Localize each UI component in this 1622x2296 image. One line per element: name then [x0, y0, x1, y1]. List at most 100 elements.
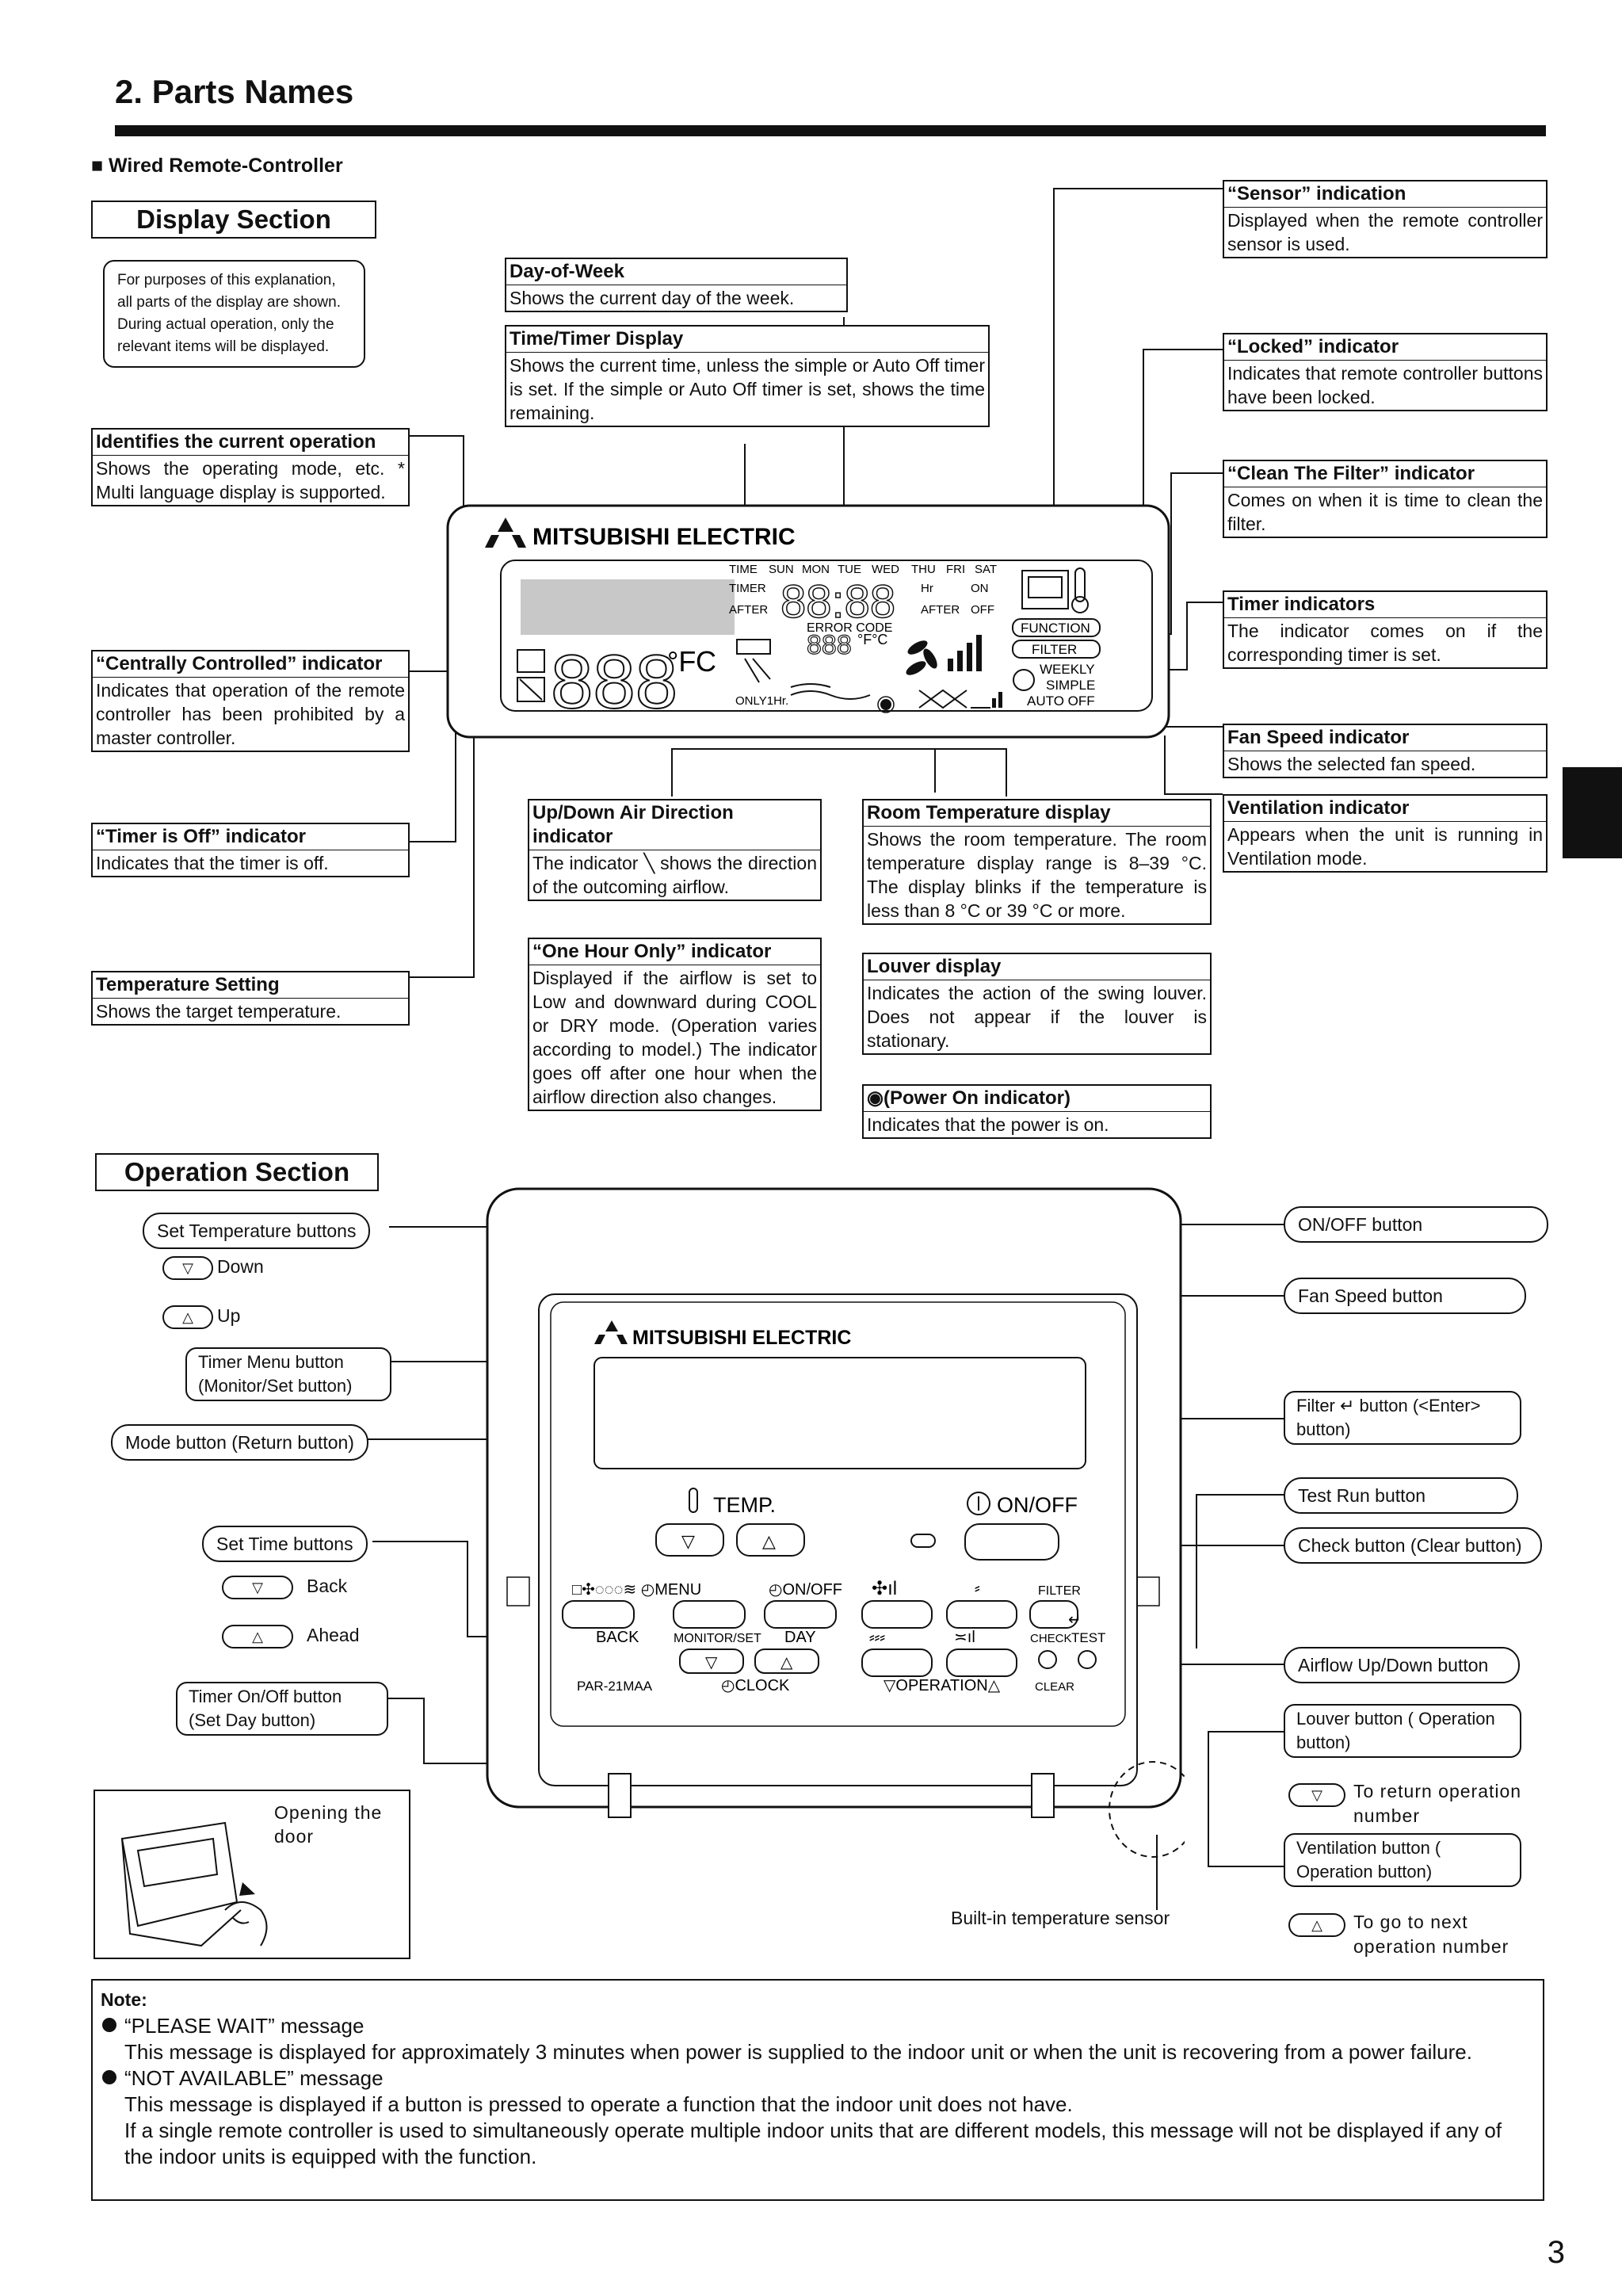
note-item: “PLEASE WAIT” message [101, 2013, 1535, 2039]
callout-title: “Timer is Off” indicator [93, 824, 408, 850]
note-heading: Note: [101, 1989, 147, 2010]
lcd-day-thu: THU [911, 563, 936, 576]
lcd-error-code: ERROR CODE [807, 621, 892, 635]
callout-text: Shows the target temperature. [96, 1001, 342, 1022]
temp-thermometer-icon [689, 1488, 698, 1513]
title-rule [115, 125, 1546, 136]
bullet-icon [102, 2070, 116, 2084]
lcd-on: ON [971, 582, 989, 595]
label-up: Up [217, 1305, 241, 1326]
lcd-unit-f: °F [667, 645, 696, 678]
callout-text: Shows the operating mode, etc. * Multi l… [96, 458, 405, 502]
callout-clean-filter: “Clean The Filter” indicator Comes on wh… [1223, 460, 1548, 538]
svg-text:▽OPERATION△: ▽OPERATION△ [884, 1677, 1001, 1694]
mode-button [562, 1600, 635, 1629]
callout-text: Indicates that the timer is off. [96, 853, 329, 873]
callout-title: Identifies the current operation [93, 430, 408, 456]
time-ahead-icon: △ [780, 1654, 793, 1671]
svg-text:◴CLOCK: ◴CLOCK [721, 1677, 790, 1694]
controller-operation-label: OPERATION [895, 1677, 987, 1694]
lcd-temp-digits: 888 [551, 640, 677, 724]
controller-back-label: BACK [596, 1629, 639, 1646]
filter-button [1029, 1600, 1078, 1629]
callout-text: Indicates that operation of the remote c… [96, 680, 405, 748]
label-next-op: To go to next operation number [1353, 1912, 1509, 1957]
key-down-icon: ▽ [162, 1256, 213, 1280]
callout-text: Indicates that the power is on. [867, 1114, 1109, 1135]
callout-power-on: ◉(Power On indicator) Indicates that the… [862, 1084, 1212, 1139]
temp-down-icon: ▽ [681, 1531, 695, 1551]
label-check: Check button (Clear button) [1284, 1527, 1542, 1564]
callout-text: Displayed if the airflow is set to Low a… [532, 968, 817, 1107]
air-direction-display-icon [736, 639, 771, 683]
fan-icon [906, 640, 937, 675]
callout-title: “Clean The Filter” indicator [1224, 461, 1546, 487]
callout-title: “Centrally Controlled” indicator [93, 651, 408, 678]
left-hinge [608, 1773, 632, 1818]
label-back: Back [307, 1576, 348, 1596]
callout-ventilation: Ventilation indicator Appears when the u… [1223, 794, 1548, 873]
right-hinge [1031, 1773, 1055, 1818]
temp-up-icon: △ [762, 1531, 776, 1551]
onoff-button [964, 1523, 1059, 1561]
callout-timer-indicators: Timer indicators The indicator comes on … [1223, 590, 1548, 669]
controller-logo-icon [605, 1320, 618, 1331]
controller-filter-label: FILTER [1038, 1584, 1081, 1598]
callout-title: Up/Down Air Direction indicator [529, 800, 820, 850]
bullet-icon [102, 2018, 116, 2032]
label-airflow: Airflow Up/Down button [1284, 1647, 1520, 1683]
callout-title: Fan Speed indicator [1224, 725, 1546, 751]
power-on-icon: ◉ [867, 1087, 884, 1109]
label-onoff: ON/OFF button [1284, 1206, 1548, 1243]
label-ahead: Ahead [307, 1625, 360, 1645]
louver-button [861, 1648, 933, 1677]
section-tab [1563, 767, 1622, 858]
callout-timer-off: “Timer is Off” indicator Indicates that … [91, 823, 410, 877]
callout-title: Louver display [864, 954, 1210, 980]
subtitle: ■ Wired Remote-Controller [91, 155, 343, 177]
callout-title: ◉(Power On indicator) [864, 1086, 1210, 1112]
ventilation-speed-bars-icon [992, 692, 1002, 708]
controller-test-label: TEST [1071, 1630, 1105, 1645]
key-next-op-icon: △ [1288, 1913, 1345, 1937]
label-louver: Louver button ( Operation button) [1284, 1704, 1521, 1758]
controller-clear-label: CLEAR [1035, 1680, 1074, 1694]
airflow-button-icon: ⸗ [975, 1580, 980, 1597]
callout-air-direction: Up/Down Air Direction indicator The indi… [528, 799, 822, 901]
key-up-icon: △ [162, 1305, 213, 1329]
lcd-brand: MITSUBISHI ELECTRIC [532, 524, 796, 550]
label-ventilation: Ventilation button ( Operation button) [1284, 1833, 1521, 1887]
label-timer-menu: Timer Menu button (Monitor/Set button) [185, 1347, 391, 1401]
lcd-unit-fc: °F°C [857, 632, 887, 648]
svg-text:◴ON/OFF: ◴ON/OFF [769, 1581, 842, 1599]
lcd-after: AFTER [729, 603, 768, 617]
sensor-display-icon [1021, 570, 1069, 609]
lcd-day-fri: FRI [946, 563, 965, 576]
controller-monitor-set-label: MONITOR/SET [674, 1632, 761, 1645]
callout-text: Shows the current day of the week. [509, 288, 795, 308]
callout-text: Comes on when it is time to clean the fi… [1227, 490, 1543, 534]
callout-louver: Louver display Indicates the action of t… [862, 953, 1212, 1055]
lcd-only1hr: ONLY1Hr. [735, 694, 788, 708]
callout-title: Timer indicators [1224, 592, 1546, 618]
temp-up-button [736, 1523, 805, 1557]
note-item-title: “NOT AVAILABLE” message [124, 2066, 384, 2090]
lcd-time-digits: 88:88 [780, 576, 895, 628]
fan-button-icon: ✣ıl [872, 1578, 897, 1599]
callout-time-timer: Time/Timer Display Shows the current tim… [505, 325, 990, 427]
controller-onoff-small: ON/OFF [782, 1581, 842, 1599]
louver-button-icon: ⸗⸗⸗ [869, 1629, 885, 1646]
callout-text: Shows the current time, unless the simpl… [509, 355, 985, 423]
callout-text-after: shows the direction of the outcoming air… [532, 853, 817, 897]
lcd-day-sat: SAT [975, 563, 997, 576]
thermometer-icon [1074, 567, 1086, 602]
lcd-function: FUNCTION [1021, 621, 1090, 636]
lcd-day-wed: WED [872, 563, 899, 576]
louver-display-icon [790, 683, 871, 700]
temp-down-button [655, 1523, 724, 1557]
lcd-auto-off: AUTO OFF [1027, 693, 1095, 709]
callout-one-hour: “One Hour Only” indicator Displayed if t… [528, 938, 822, 1111]
function-lock-icon [1012, 618, 1101, 637]
centrally-controlled-icon [517, 649, 545, 673]
controller-clock-label: CLOCK [735, 1677, 790, 1694]
